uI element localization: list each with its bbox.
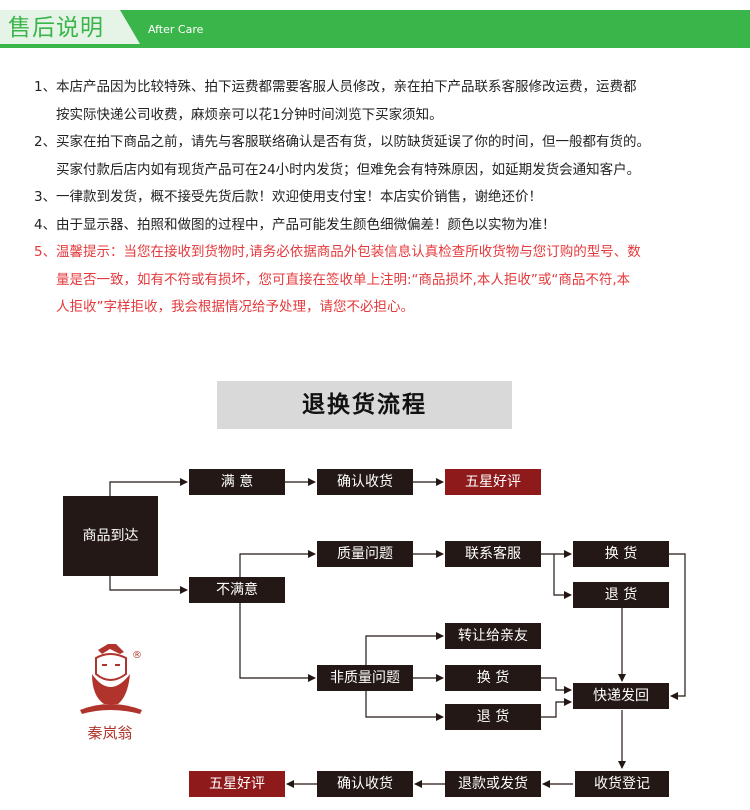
note-line: 温馨提示：当您在接收到货物时,请务必依据商品外包装信息认真检查所收货物与您订购的…	[56, 244, 641, 260]
registered-mark: ®	[132, 650, 142, 661]
node-non-quality-issue: 非质量问题	[317, 665, 413, 691]
note-number: 5、	[34, 244, 57, 260]
node-product-arrive: 商品到达	[63, 496, 158, 576]
node-contact-service: 联系客服	[445, 541, 541, 567]
note-line: 量是否一致，如有不符或有损坏，您可直接在签收单上注明:“商品损坏,本人拒收”或“…	[56, 271, 631, 288]
node-refund-or-ship: 退款或发货	[445, 771, 541, 797]
header-bar: 售后说明 After Care	[0, 0, 750, 52]
node-exchange-b: 换 货	[445, 665, 541, 691]
note-number: 2、	[34, 134, 57, 150]
node-return-a: 退 货	[573, 582, 669, 608]
node-express-return: 快递发回	[573, 683, 669, 709]
note-line: 买家在拍下商品之前，请先与客服联络确认是否有货，以防缺货延误了你的时间，但一般都…	[56, 134, 650, 150]
note-line: 由于显示器、拍照和做图的过程中，产品可能发生颜色细微偏差！颜色以实物为准！	[56, 216, 556, 233]
node-exchange-a: 换 货	[573, 541, 669, 567]
node-confirm-receipt-bottom: 确认收货	[317, 771, 413, 797]
node-quality-issue: 质量问题	[317, 541, 413, 567]
note-item: 1、本店产品因为比较特殊、拍下运费都需要客服人员修改，亲在拍下产品联系客服修改运…	[34, 74, 724, 129]
note-number: 4、	[34, 216, 57, 233]
header-title: 售后说明	[8, 15, 104, 41]
note-line: 一律款到发货，概不接受先货后款！欢迎使用支付宝！本店实价销售，谢绝还价！	[56, 189, 542, 205]
note-item: 4、由于显示器、拍照和做图的过程中，产品可能发生颜色细微偏差！颜色以实物为准！	[34, 212, 724, 240]
note-line: 本店产品因为比较特殊、拍下运费都需要客服人员修改，亲在拍下产品联系客服修改运费，…	[56, 79, 637, 95]
after-care-notes: 1、本店产品因为比较特殊、拍下运费都需要客服人员修改，亲在拍下产品联系客服修改运…	[34, 74, 724, 322]
node-five-star-top: 五星好评	[445, 469, 541, 495]
sage-figure-icon: ® 秦岚翁	[80, 644, 142, 742]
node-transfer-friend: 转让给亲友	[445, 623, 541, 649]
note-number: 3、	[34, 189, 57, 205]
flow-title: 退换货流程	[217, 381, 512, 429]
note-line: 买家付款后店内如有现货产品可在24小时内发货；但难免会有特殊原因，如延期发货会通…	[56, 161, 641, 178]
note-item: 2、买家在拍下商品之前，请先与客服联络确认是否有货，以防缺货延误了你的时间，但一…	[34, 129, 724, 184]
brand-logo: ® 秦岚翁	[70, 640, 150, 750]
note-line: 人拒收”字样拒收，我会根据情况给予处理，请您不必担心。	[56, 299, 414, 315]
brand-name: 秦岚翁	[87, 724, 132, 742]
node-return-b: 退 货	[445, 704, 541, 730]
node-five-star-bottom: 五星好评	[189, 771, 285, 797]
note-item-warning: 5、温馨提示：当您在接收到货物时,请务必依据商品外包装信息认真检查所收货物与您订…	[34, 239, 724, 322]
header-background	[0, 10, 750, 48]
node-confirm-receipt-top: 确认收货	[317, 469, 413, 495]
note-line: 按实际快递公司收费，麻烦亲可以花1分钟时间浏览下买家须知。	[56, 106, 443, 123]
node-unsatisfied: 不满意	[189, 577, 285, 603]
note-number: 1、	[34, 79, 57, 95]
node-satisfied: 满 意	[189, 469, 285, 495]
note-item: 3、一律款到发货，概不接受先货后款！欢迎使用支付宝！本店实价销售，谢绝还价！	[34, 184, 724, 212]
node-receive-register: 收货登记	[575, 771, 669, 797]
header-subtitle: After Care	[148, 23, 204, 36]
